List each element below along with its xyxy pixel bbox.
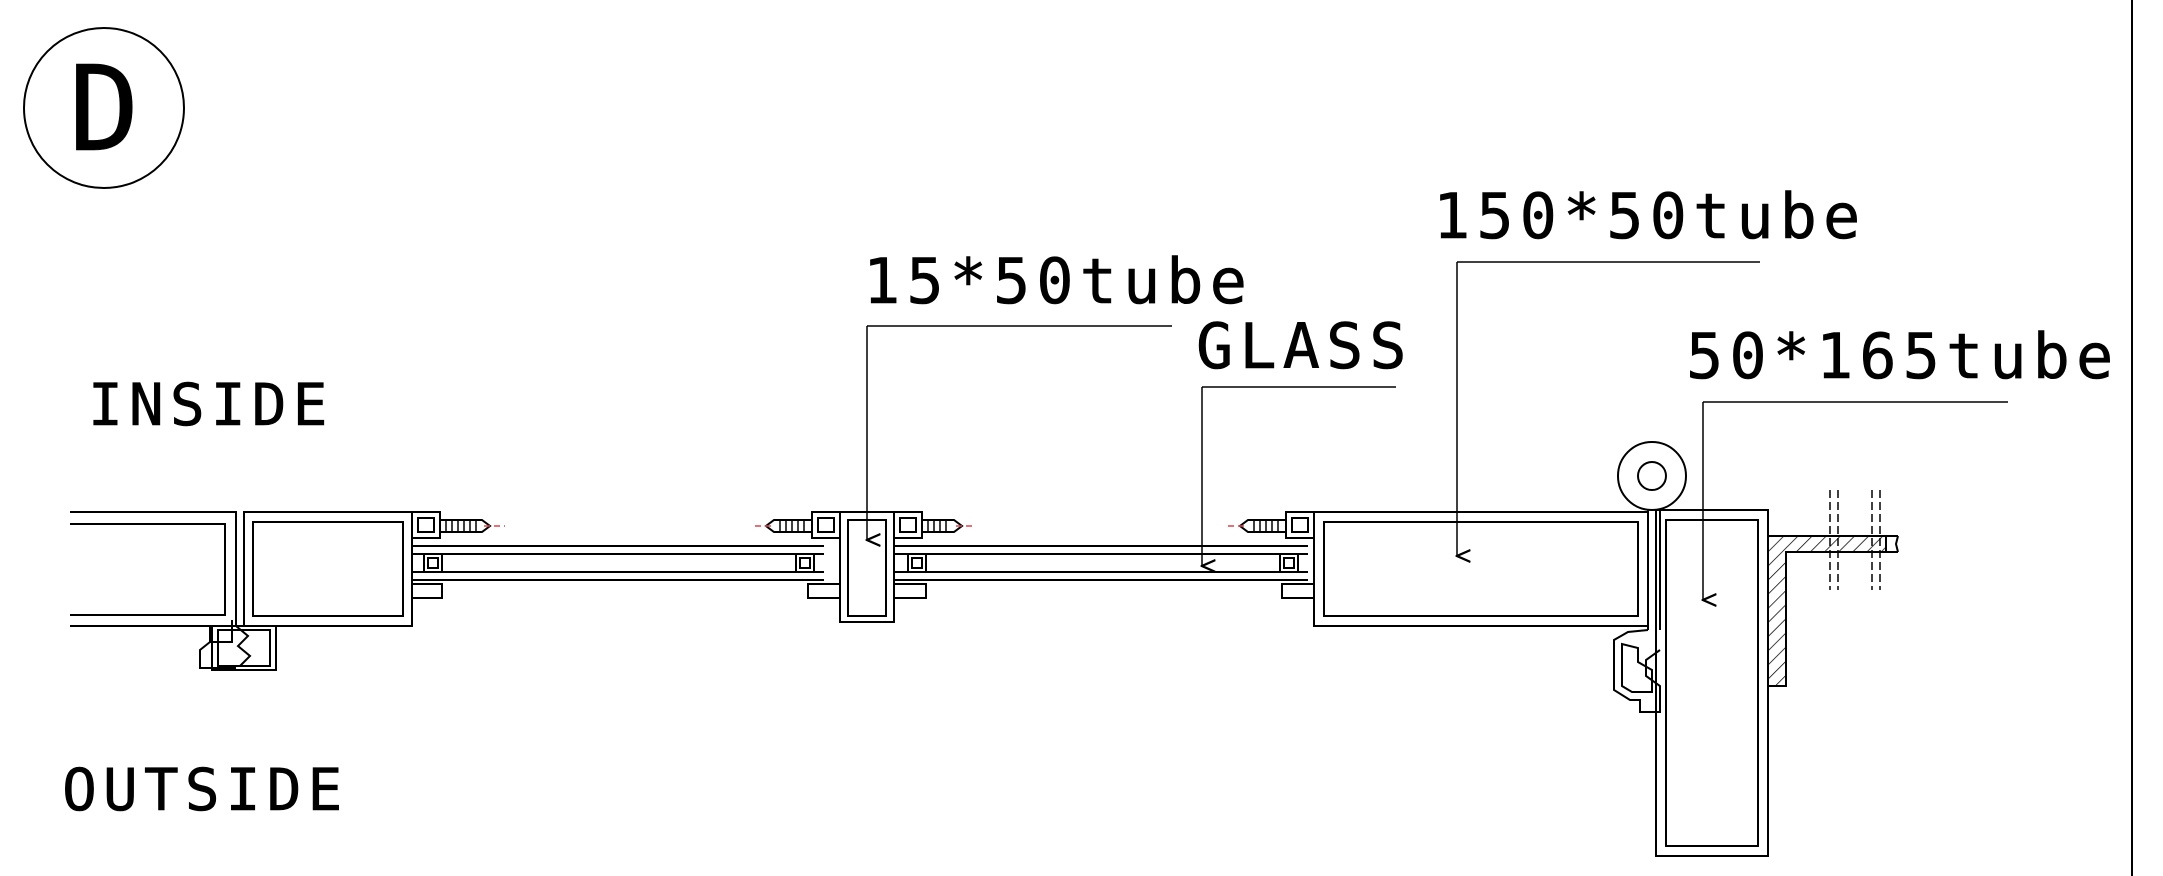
angle-bracket: [1767, 490, 1899, 687]
left-glazing-bead: [411, 511, 505, 599]
leader-glass: [1202, 386, 1396, 566]
inside-label: INSIDE: [88, 371, 334, 439]
tube-50x165: [1655, 509, 1769, 857]
left-frame-tubes: [70, 511, 413, 671]
tube-15x50-label: 15*50tube: [863, 245, 1253, 318]
leader-150x50: [1457, 261, 1760, 556]
tube-150x50-label: 150*50tube: [1433, 180, 1866, 253]
glass-pane-right: [894, 545, 1308, 581]
center-mullion: [755, 511, 972, 623]
glass-pane-left: [412, 545, 824, 581]
detail-marker-circle: [23, 27, 185, 189]
pivot-hinge: [1613, 441, 1687, 713]
tube-150x50: [1313, 511, 1649, 627]
leader-15x50: [867, 325, 1172, 540]
detail-marker: D: [23, 27, 185, 189]
glass-label: GLASS: [1196, 310, 1413, 383]
leader-50x165: [1703, 401, 2008, 600]
tube-50x165-label: 50*165tube: [1686, 320, 2119, 393]
detail-marker-letter: D: [68, 40, 139, 178]
outside-label: OUTSIDE: [62, 756, 348, 824]
